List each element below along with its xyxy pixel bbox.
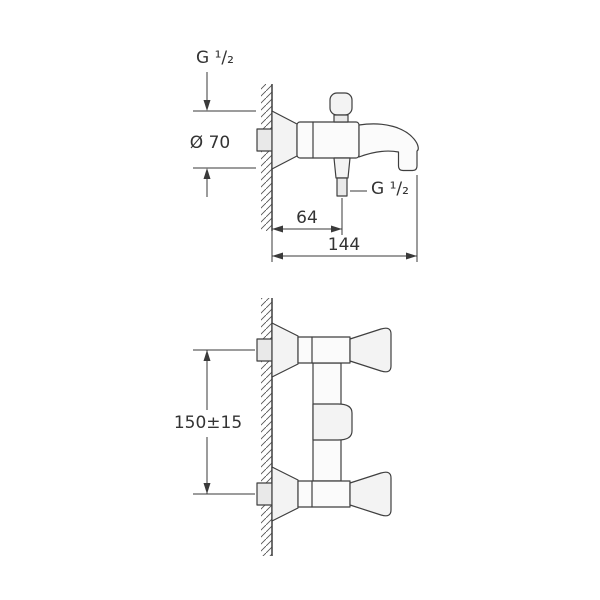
mounting-nut	[256, 482, 273, 506]
valve-body	[297, 480, 351, 508]
arrowhead-up	[203, 350, 211, 361]
inlet-unit-top	[256, 322, 392, 378]
diverter-knob-neck	[333, 114, 349, 123]
valve-body	[297, 336, 351, 364]
diverter-knob	[329, 92, 353, 123]
arrowhead-down	[203, 100, 211, 111]
front-view: 150±15	[174, 298, 392, 556]
mounting-nut	[256, 128, 273, 152]
wall-hatching	[261, 298, 272, 556]
dim-escutcheon-diameter: G ¹/₂ Ø 70	[190, 48, 256, 197]
shower-outlet	[333, 157, 367, 197]
handle-bottom	[349, 471, 392, 517]
diverter-knob-cap	[329, 92, 353, 116]
arrowhead-right	[406, 252, 417, 260]
wall-section-front-view	[261, 298, 273, 556]
inlet-unit-bottom	[256, 466, 392, 522]
arrowhead-left	[272, 225, 283, 233]
dim-150: 150±15	[174, 349, 255, 495]
label-thread-top: G ¹/₂	[196, 48, 234, 68]
shower-outlet-thread	[336, 177, 348, 197]
label-dim-64: 64	[296, 208, 318, 228]
label-thread-shower-outlet: G ¹/₂	[371, 179, 409, 199]
label-dim-144: 144	[328, 235, 360, 255]
wall-section-side-view	[261, 84, 273, 262]
label-dim-150: 150±15	[174, 413, 242, 433]
arrowhead-up	[203, 168, 211, 179]
bath-mixer-side-view	[256, 92, 419, 197]
spout	[358, 123, 419, 172]
escutcheon	[271, 110, 298, 170]
side-view: G ¹/₂ Ø 70 G ¹/₂ 64 144	[190, 48, 419, 262]
bath-mixer-front-view	[256, 322, 392, 522]
handle-top	[349, 327, 392, 373]
dim-64: 64	[272, 198, 343, 235]
mixer-body	[296, 121, 360, 159]
arrowhead-down	[203, 483, 211, 494]
spout-hub	[312, 403, 353, 441]
mounting-nut	[256, 338, 273, 362]
escutcheon	[271, 322, 299, 378]
shower-outlet-stub	[333, 157, 351, 179]
dim-144: 144	[272, 175, 418, 262]
label-diameter: Ø 70	[190, 133, 230, 153]
escutcheon	[271, 466, 299, 522]
wall-hatching	[261, 84, 272, 231]
arrowhead-right	[331, 225, 342, 233]
arrowhead-left	[272, 252, 283, 260]
